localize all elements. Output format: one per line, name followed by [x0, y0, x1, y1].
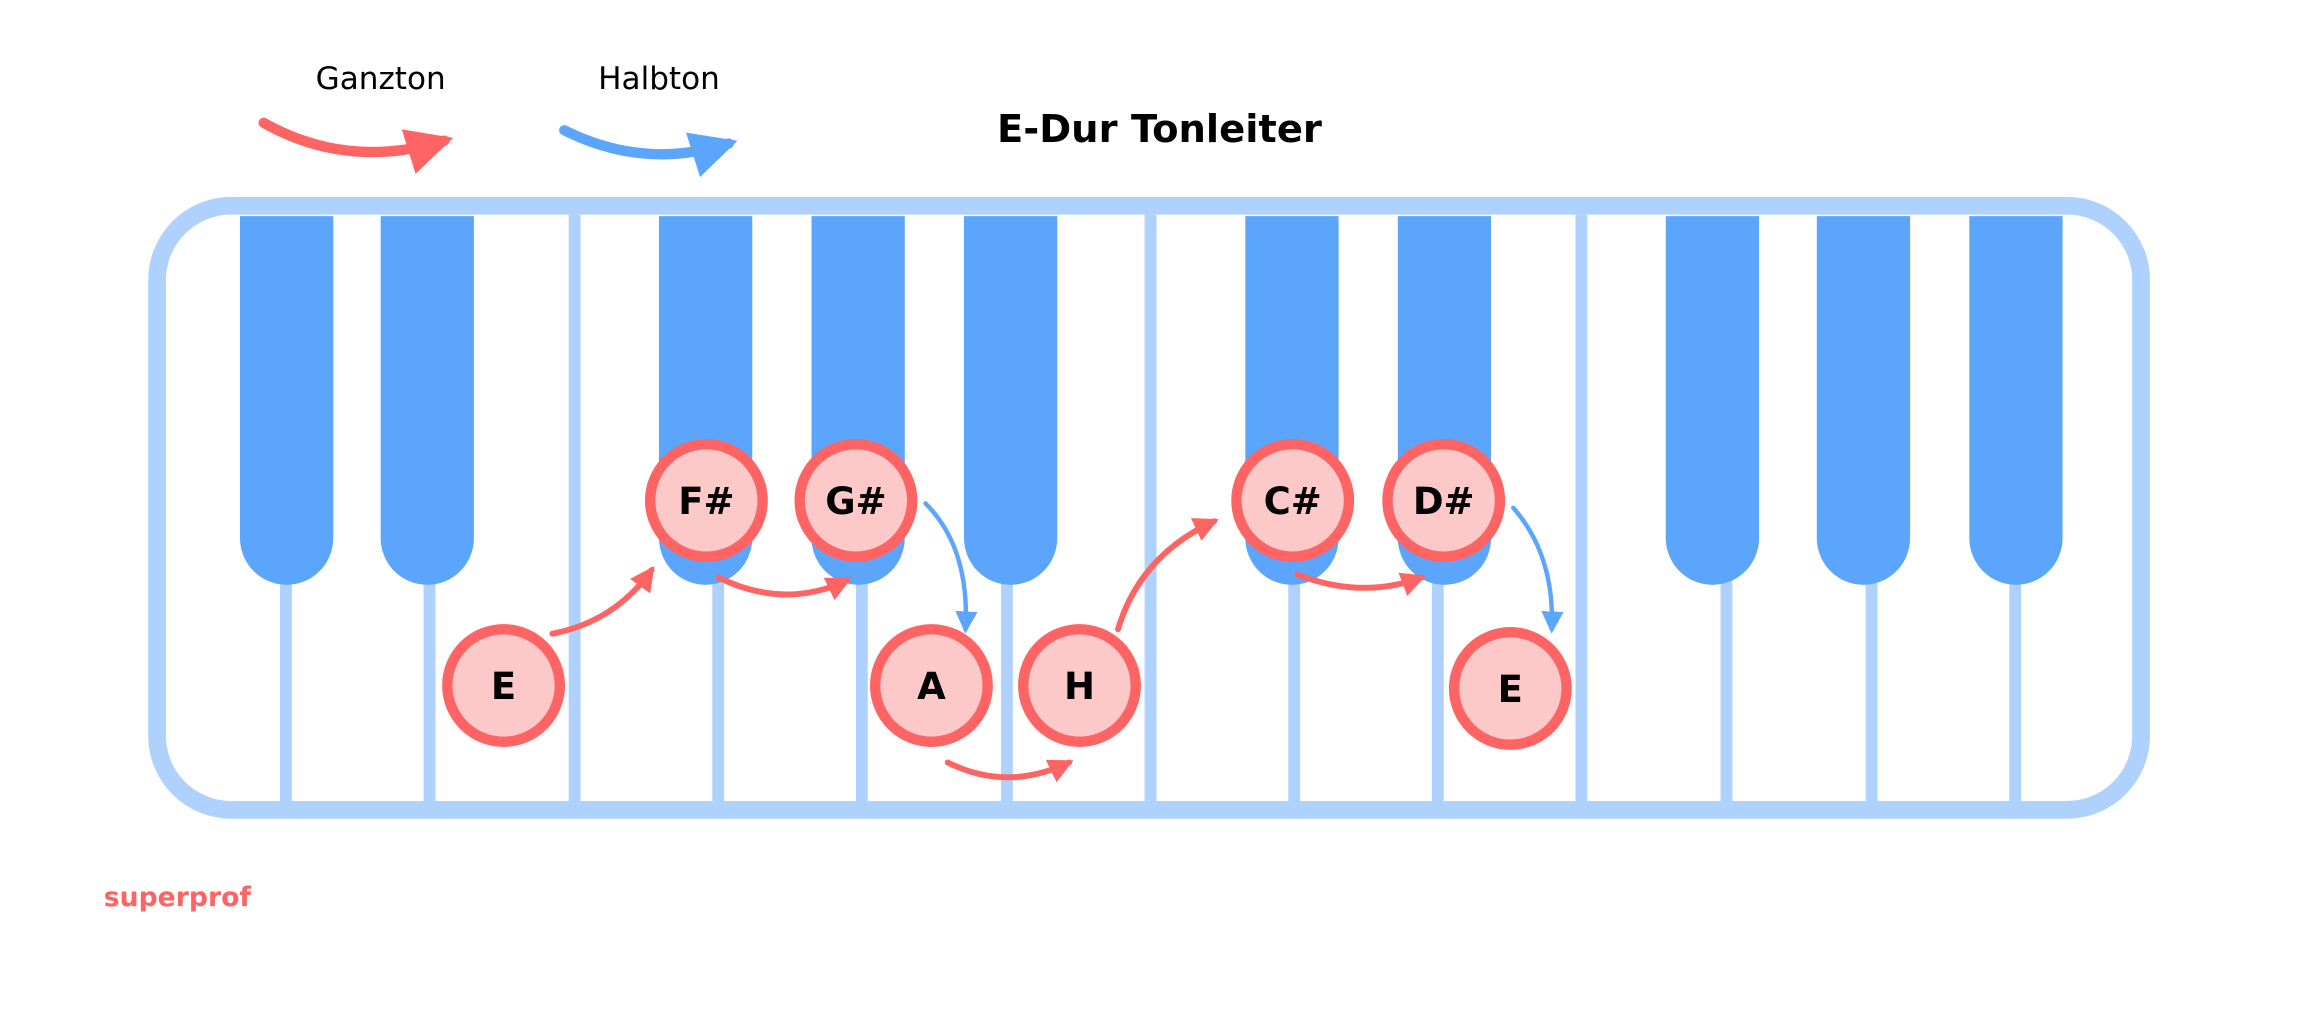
legend-whole-tone-arrow	[258, 117, 454, 174]
white-key-divider	[855, 577, 868, 807]
svg-text:A: A	[917, 665, 946, 708]
step-arrows	[549, 501, 1564, 783]
white-key-divider	[1288, 577, 1301, 807]
svg-text:H: H	[1064, 665, 1095, 708]
diagram-title: E-Dur Tonleiter	[997, 107, 1322, 152]
note-h: H	[1018, 624, 1141, 747]
legend-half-tone-label: Halbton	[598, 61, 720, 97]
step-arrow-whole	[549, 565, 655, 637]
svg-text:G#: G#	[825, 480, 886, 523]
black-key	[1816, 216, 1911, 585]
legend-half-tone-arrow	[559, 125, 738, 178]
svg-text:D#: D#	[1413, 480, 1475, 523]
white-key-divider	[279, 577, 292, 807]
step-arrow-whole	[944, 759, 1074, 783]
note-g-sharp: G#	[794, 438, 918, 562]
white-key-divider	[1431, 577, 1444, 807]
step-arrow-half	[923, 501, 978, 634]
legend-whole-tone-label: Ganzton	[316, 61, 446, 97]
black-key	[1969, 216, 2063, 585]
svg-text:E: E	[1498, 668, 1523, 711]
note-e: E	[442, 624, 565, 747]
step-arrow-whole	[715, 574, 852, 601]
svg-text:E: E	[491, 665, 516, 708]
note-a: A	[869, 624, 993, 747]
step-arrow-whole	[1294, 571, 1427, 597]
black-key	[964, 216, 1058, 585]
white-key-divider	[1144, 214, 1157, 807]
white-key-divider	[1001, 577, 1013, 807]
white-key-divider	[712, 577, 725, 807]
brand-logo: superprof	[104, 882, 252, 913]
black-key	[380, 216, 474, 585]
note-f-sharp: F#	[644, 438, 768, 562]
note-d-sharp: D#	[1382, 438, 1506, 562]
black-key	[240, 216, 334, 585]
note-e-octave: E	[1448, 627, 1572, 750]
white-key-divider	[423, 577, 436, 807]
white-key-divider	[1720, 577, 1733, 807]
white-key-divider	[1575, 214, 1588, 807]
white-key-divider	[2009, 577, 2022, 807]
svg-text:F#: F#	[678, 480, 734, 523]
step-arrow-whole	[1115, 518, 1219, 633]
step-arrow-half	[1511, 505, 1564, 634]
white-key-divider	[568, 214, 581, 807]
white-key-divider	[1865, 577, 1878, 807]
black-key	[1665, 216, 1760, 585]
svg-text:C#: C#	[1264, 480, 1322, 523]
note-c-sharp: C#	[1231, 438, 1355, 562]
